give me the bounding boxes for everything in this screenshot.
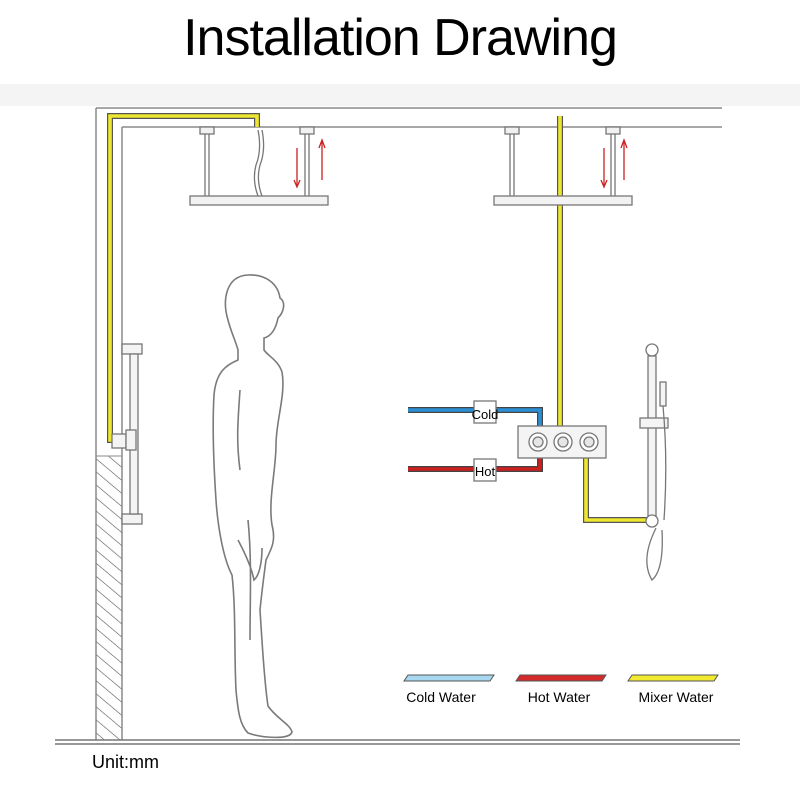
mixer-pipe-handshower (583, 458, 650, 523)
mixer-valve (517, 425, 607, 459)
floor (55, 739, 740, 745)
slide-bar-left (111, 343, 143, 525)
unit-label: Unit:mm (92, 752, 159, 772)
legend-label-mixer: Mixer Water (639, 689, 714, 705)
legend: Cold Water Hot Water Mixer Water (403, 674, 719, 705)
shower-head-right (493, 126, 633, 206)
title-band (0, 84, 800, 106)
legend-label-cold: Cold Water (406, 689, 476, 705)
legend-label-hot: Hot Water (528, 689, 591, 705)
wall-hatch (95, 455, 123, 741)
hot-valve-label: Hot (475, 464, 496, 479)
hot-valve-box: Hot (473, 458, 497, 482)
legend-swatch-mixer (627, 674, 719, 682)
shower-head-left (189, 126, 329, 206)
legend-swatch-hot (515, 674, 607, 682)
adjust-arrows-right (600, 138, 628, 189)
ceiling (96, 107, 722, 128)
adjust-arrows-left (293, 138, 326, 189)
cold-valve-label: Cold (472, 407, 499, 422)
legend-mixer-water: Mixer Water (627, 674, 719, 705)
legend-swatch-cold (403, 674, 495, 682)
hand-shower-bar (639, 343, 669, 581)
page-title: Installation Drawing (183, 9, 618, 67)
cold-valve-box: Cold (472, 400, 499, 424)
human-figure (212, 274, 293, 739)
legend-cold-water: Cold Water (403, 674, 495, 705)
legend-hot-water: Hot Water (515, 674, 607, 705)
